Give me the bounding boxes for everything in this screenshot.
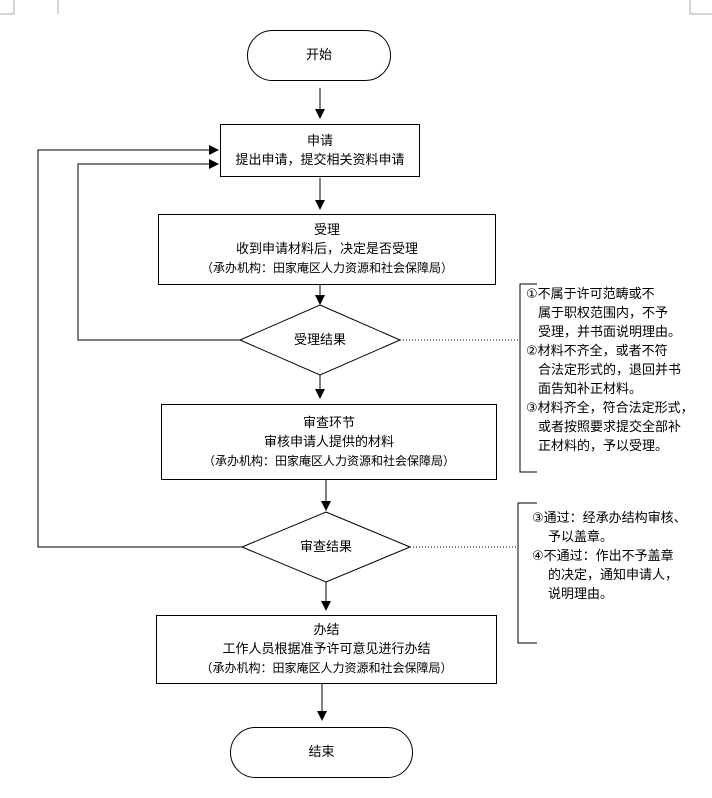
accept-title: 受理 xyxy=(313,223,340,238)
accept-result-notes: ①不属于许可范畴或不 属于职权范围内，不予 受理，并书面说明理由。 ②材料不齐全… xyxy=(526,285,708,456)
start-label: 开始 xyxy=(305,48,332,63)
apply-description: 提出申请，提交相关资料申请 xyxy=(235,152,405,168)
review-notes-bracket xyxy=(517,502,537,644)
review-result-notes: ③通过：经承办结构审核、 予以盖章。 ④不通过：作出不予盖章 的决定，通知申请人… xyxy=(532,509,708,604)
end-label: 结束 xyxy=(308,745,335,760)
accept-note-line: ②材料不齐全，或者不符 xyxy=(526,344,668,359)
accept-description: 收到申请材料后，决定是否受理 xyxy=(235,242,418,257)
review-result-label: 审查结果 xyxy=(299,539,352,555)
accept-result-label: 受理结果 xyxy=(293,332,346,348)
accept-note-line: 或者按照要求提交全部补 xyxy=(538,420,682,435)
accept-note-line: 受理，并书面说明理由。 xyxy=(538,325,682,340)
apply-title: 申请 xyxy=(306,133,333,149)
finish-description: 工作人员根据准予许可意见进行办结 xyxy=(222,642,431,657)
loop-accept-result-to-apply xyxy=(77,159,240,341)
accept-note-line: 属于职权范围内，不予 xyxy=(538,306,669,321)
accept-step-box: 受理 收到申请材料后，决定是否受理 （承办机构：田家庵区人力资源和社会保障局） xyxy=(158,214,496,285)
review-note-line: ④不通过：作出不予盖章 xyxy=(532,549,674,564)
review-note-line: 说明理由。 xyxy=(548,587,614,602)
review-description: 审核申请人提供的材料 xyxy=(263,434,394,450)
start-terminal: 开始 xyxy=(247,30,391,81)
end-terminal: 结束 xyxy=(230,727,413,778)
accept-note-line: 正材料的，予以受理。 xyxy=(538,439,669,454)
review-note-line: 予以盖章。 xyxy=(548,530,614,545)
review-step-box: 审查环节 审核申请人提供的材料 （承办机构：田家庵区人力资源和社会保障局） xyxy=(161,404,497,480)
finish-agency: （承办机构：田家庵区人力资源和社会保障局） xyxy=(200,661,453,675)
accept-note-line: 面告知补正材料。 xyxy=(538,382,643,397)
loop-review-result-to-apply xyxy=(37,145,242,548)
accept-note-line: ①不属于许可范畴或不 xyxy=(526,287,655,302)
review-agency: （承办机构：田家庵区人力资源和社会保障局） xyxy=(202,453,455,468)
apply-step-box: 申请 提出申请，提交相关资料申请 xyxy=(220,124,420,177)
accept-notes-bracket xyxy=(519,283,537,473)
accept-result-label-wrap: 受理结果 xyxy=(240,330,400,350)
finish-title: 办结 xyxy=(313,623,340,638)
review-title: 审查环节 xyxy=(302,415,355,431)
page-corner-marks xyxy=(0,0,712,15)
review-note-line: 的决定，通知申请人， xyxy=(548,568,679,583)
review-note-line: ③通过：经承办结构审核、 xyxy=(532,511,687,526)
finish-step-box: 办结 工作人员根据准予许可意见进行办结 （承办机构：田家庵区人力资源和社会保障局… xyxy=(156,615,497,684)
review-result-label-wrap: 审查结果 xyxy=(242,537,410,557)
accept-note-line: ③材料齐全，符合法定形式， xyxy=(526,401,694,416)
accept-agency: （承办机构：田家庵区人力资源和社会保障局） xyxy=(200,261,453,275)
accept-note-line: 合法定形式的，退回并书 xyxy=(538,363,682,378)
